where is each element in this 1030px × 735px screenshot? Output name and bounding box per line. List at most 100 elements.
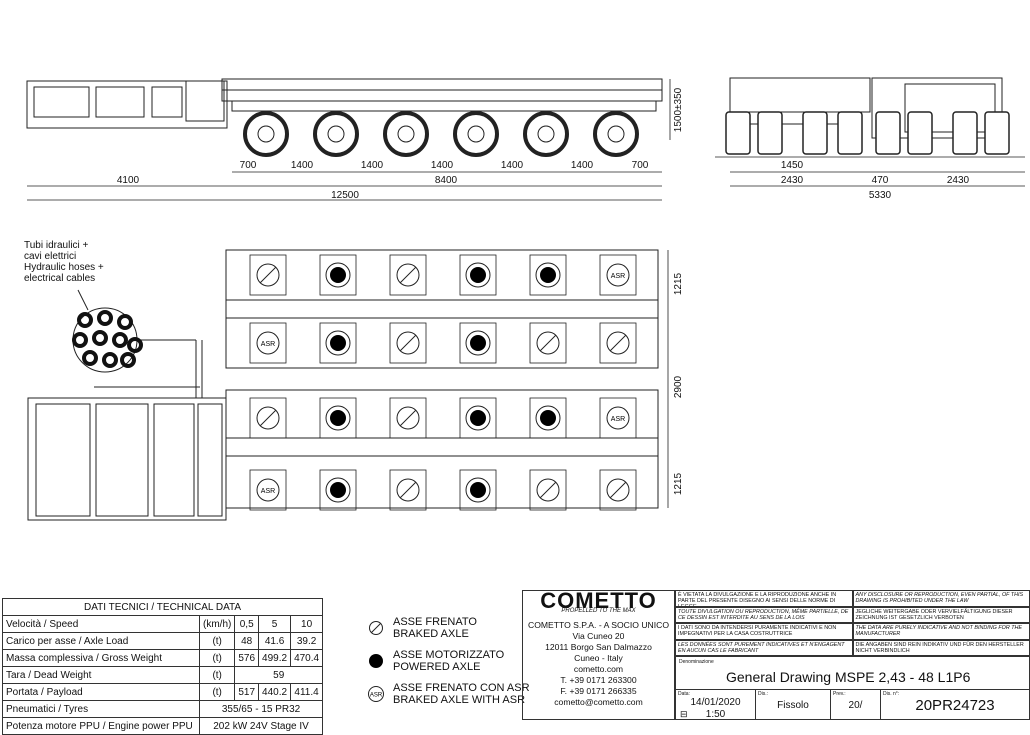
drawing-scale: 1:50 <box>676 709 755 720</box>
dim-segment: 1400 <box>291 160 314 171</box>
title-block: Denominazione General Drawing MSPE 2,43 … <box>675 656 1030 720</box>
row-value: 59 <box>235 667 323 684</box>
legend-line: ASSE FRENATO CON ASR <box>393 682 530 694</box>
row-label: Velocità / Speed <box>3 616 200 633</box>
braked-axle-icon <box>260 410 276 426</box>
dim-segment: 1400 <box>501 160 524 171</box>
row-unit: (t) <box>200 667 235 684</box>
legend-line: BRAKED AXLE WITH ASR <box>393 694 530 706</box>
prev-label: Prev.: <box>833 691 846 697</box>
note-text: DIE ANGABEN SIND REIN INDIKATIV UND FÜR … <box>853 640 1030 656</box>
row-value: 411.4 <box>291 684 323 701</box>
hub-icon <box>608 126 624 142</box>
row-label: Pneumatici / Tyres <box>3 701 200 718</box>
note-text: THE DATA ARE PURELY INDICATIVE AND NOT B… <box>853 623 1030 639</box>
asr-marker-text: ASR <box>261 488 275 495</box>
row-unit: (km/h) <box>200 616 235 633</box>
hose-ring-icon <box>99 312 111 324</box>
legend-line: ASSE FRENATO <box>393 616 477 628</box>
note-text: È VIETATA LA DIVULGAZIONE E LA RIPRODUZI… <box>675 590 853 607</box>
braked-axle-icon <box>365 620 387 636</box>
hub-icon <box>258 126 274 142</box>
braked-axle-icon <box>400 410 416 426</box>
powered-axle-icon <box>330 335 346 351</box>
row-value: 39.2 <box>291 633 323 650</box>
braked-axle-icon <box>400 267 416 283</box>
dim-end-total: 5330 <box>869 190 892 201</box>
row-label: Portata / Payload <box>3 684 200 701</box>
tyre-icon <box>876 112 900 154</box>
dim-front-segment: 4100 <box>117 175 140 186</box>
asr-marker-text: ASR <box>261 341 275 348</box>
dim-plan-track-bottom: 1215 <box>673 472 684 495</box>
row-value: 0,5 <box>235 616 259 633</box>
powered-axle-icon <box>470 267 486 283</box>
company-line: Via Cuneo 20 <box>523 631 674 642</box>
legal-notes: È VIETATA LA DIVULGAZIONE E LA RIPRODUZI… <box>675 590 1030 656</box>
table-row: Pneumatici / Tyres 355/65 - 15 PR32 <box>3 701 323 718</box>
company-line: cometto.com <box>523 664 674 675</box>
braked-axle-icon <box>260 267 276 283</box>
dim-end-left: 2430 <box>781 175 804 186</box>
hoses-label: Tubi idraulici + cavi elettrici Hydrauli… <box>24 240 104 284</box>
dim-segment: 1400 <box>431 160 454 171</box>
row-value: 499.2 <box>259 650 291 667</box>
hoses-label-line: cavi elettrici <box>24 251 104 262</box>
hose-ring-icon <box>84 352 96 364</box>
row-label: Massa complessiva / Gross Weight <box>3 650 200 667</box>
dim-overall-length: 12500 <box>331 190 359 201</box>
company-line: Cuneo - Italy <box>523 653 674 664</box>
powered-axle-icon <box>330 267 346 283</box>
braked-axle-icon <box>400 482 416 498</box>
row-value: 202 kW 24V Stage IV <box>200 718 323 735</box>
powered-axle-icon <box>540 410 556 426</box>
technical-data-table: DATI TECNICI / TECHNICAL DATA Velocità /… <box>2 598 323 735</box>
hub-icon <box>538 126 554 142</box>
hoses-label-line: Hydraulic hoses + <box>24 262 104 273</box>
drawn-by: Fissolo <box>756 700 830 711</box>
hose-ring-icon <box>114 334 126 346</box>
technical-data-title: DATI TECNICI / TECHNICAL DATA <box>3 599 323 616</box>
drawn-by-label: Dis.: <box>758 691 768 697</box>
row-value: 355/65 - 15 PR32 <box>200 701 323 718</box>
tyre-icon <box>803 112 827 154</box>
company-line: COMETTO S.P.A. - A SOCIO UNICO <box>523 620 674 631</box>
row-unit: (t) <box>200 684 235 701</box>
row-value: 517 <box>235 684 259 701</box>
note-text: LES DONNÉES SONT PUREMENT INDICATIVES ET… <box>675 640 853 656</box>
denominazione-label: Denominazione <box>679 659 714 665</box>
dim-height: 1500±350 <box>673 87 684 132</box>
drawing-date: 14/01/2020 <box>676 697 755 708</box>
drawn-by-cell: Dis.: Fissolo <box>756 689 831 719</box>
hub-icon <box>328 126 344 142</box>
dim-plan-center: 2900 <box>673 375 684 398</box>
powered-axle-icon <box>470 410 486 426</box>
drawing-title: General Drawing MSPE 2,43 - 48 L1P6 <box>726 669 970 685</box>
hoses-label-line: electrical cables <box>24 273 104 284</box>
asr-axle-icon: ASR <box>365 685 387 703</box>
row-value: 576 <box>235 650 259 667</box>
prev-value: 20/ <box>831 700 880 711</box>
dim-segment: 700 <box>632 160 649 171</box>
hose-ring-icon <box>94 332 106 344</box>
tyre-icon <box>758 112 782 154</box>
company-block: COMETTO PROPELLED TO THE MAX COMETTO S.P… <box>522 590 675 720</box>
row-value: 470.4 <box>291 650 323 667</box>
hose-ring-icon <box>119 316 131 328</box>
table-row: Massa complessiva / Gross Weight (t) 576… <box>3 650 323 667</box>
hose-ring-icon <box>74 334 86 346</box>
row-label: Tara / Dead Weight <box>3 667 200 684</box>
note-text: TOUTE DIVULGATION OU REPRODUCTION, MÊME … <box>675 607 853 623</box>
braked-axle-icon <box>610 482 626 498</box>
row-label: Carico per asse / Axle Load <box>3 633 200 650</box>
braked-axle-icon <box>540 482 556 498</box>
powered-axle-icon <box>330 482 346 498</box>
dim-segment: 700 <box>240 160 257 171</box>
drawing-number-cell: Dis. n°: 20PR24723 <box>881 689 1029 719</box>
powered-axle-icon <box>470 335 486 351</box>
table-row: Carico per asse / Axle Load (t) 48 41.6 … <box>3 633 323 650</box>
